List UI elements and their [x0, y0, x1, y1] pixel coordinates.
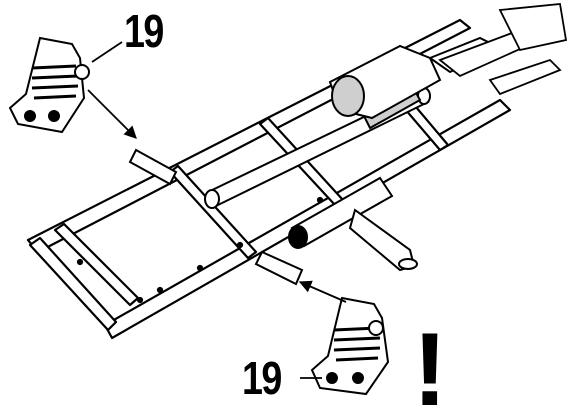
callout-label-top: 19: [124, 5, 164, 57]
cross-member-2: [168, 164, 258, 260]
rear-cross-member: [28, 236, 118, 332]
top-label-leader: [91, 41, 123, 63]
rear-spring-pipe: [128, 148, 178, 186]
exhaust-system: [288, 176, 418, 272]
svg-text:!: !: [413, 312, 448, 414]
warning-exclamation-icon: !: [413, 312, 448, 414]
bottom-arrow: [298, 280, 347, 303]
front-spring-pipe: [254, 250, 304, 286]
callout-leaders: [87, 41, 347, 379]
leaf-spring-bracket-icon: [310, 296, 390, 396]
leaf-spring-bracket-icon: [8, 36, 90, 134]
front-drive-assembly: [438, 3, 568, 96]
spring-mount-pipes: [128, 148, 304, 286]
cross-member-1: [53, 222, 140, 307]
top-arrow: [87, 89, 137, 139]
callout-label-bottom: 19: [242, 352, 282, 404]
